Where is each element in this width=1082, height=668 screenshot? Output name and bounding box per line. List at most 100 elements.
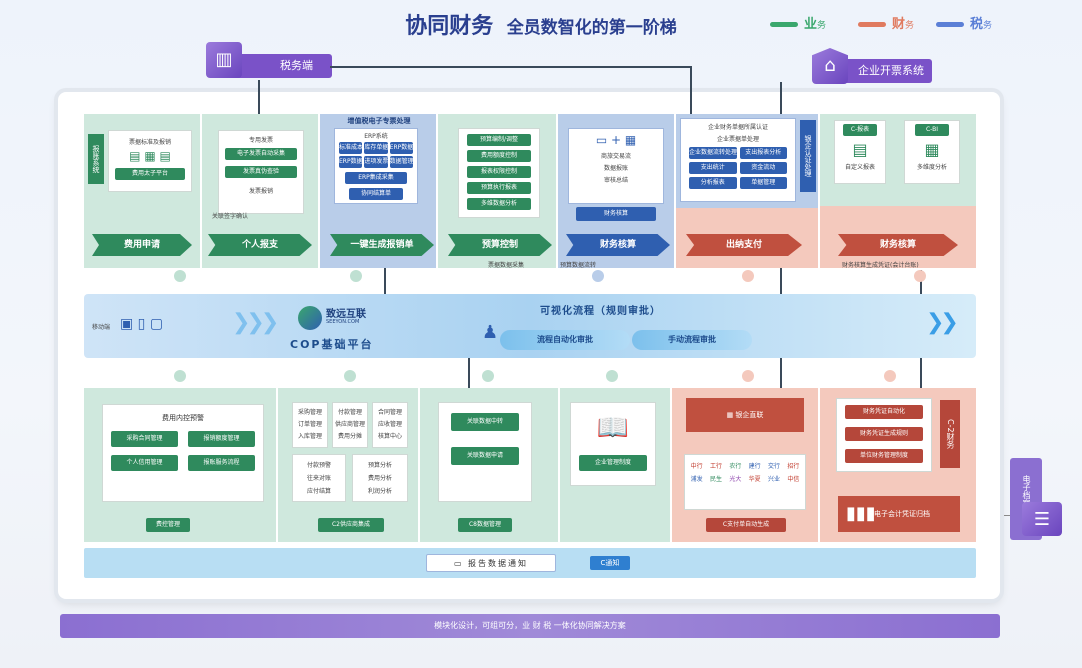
b5-footer: C支付单自动生成 — [706, 518, 786, 532]
connector-tax — [258, 80, 260, 120]
cop-visual: 可视化流程（规则审批） — [540, 306, 661, 317]
b6-item: 财务凭证生成规则 — [845, 427, 923, 441]
m2-card: 专用发票 电子发票自动采集 发票真伪查验 发票报销 — [218, 130, 304, 214]
flow-step-final-accounting: 财务核算 — [838, 234, 958, 256]
b2-text: 利润分析 — [367, 488, 392, 495]
m3-cell: 库存单据 — [364, 142, 388, 154]
bank-logo: 农行 — [729, 463, 742, 470]
m3-btn1: ERP集成采集 — [345, 172, 407, 184]
bank-logo: 民生 — [709, 476, 722, 483]
b1-item: 个人信用管理 — [111, 455, 178, 471]
m8-card: C-BI ▦ 多维度分析 — [904, 120, 960, 184]
b5-tag-text: 银企直联 — [735, 411, 764, 419]
bank-logo: 交行 — [767, 463, 780, 470]
analysis-icon: ▦ — [924, 140, 940, 159]
cop-logo: 致远互联 — [326, 309, 366, 320]
b2-footer: C2供应商集成 — [318, 518, 384, 532]
legend-business: 业务 — [770, 13, 826, 32]
joint — [742, 370, 754, 382]
bank-logo: 浦发 — [690, 476, 703, 483]
b3-card: 关联数据中转 关联数据申请 — [438, 402, 532, 502]
connector-top-down — [690, 66, 692, 126]
book-icon: 📖 — [596, 413, 630, 443]
b2-text: 核算中心 — [377, 433, 402, 440]
flow-step-accounting: 财务核算 — [566, 234, 670, 256]
b2-text: 供应商管理 — [334, 421, 365, 428]
receipt-icon: ▤ ▦ ▤ — [129, 149, 171, 163]
joint — [350, 270, 362, 282]
m3-sub: ERP系统 — [364, 133, 388, 140]
b1-footer: 费控管理 — [146, 518, 190, 532]
m4-item: 费用额度控制 — [467, 150, 531, 162]
b1-item: 报账服务流程 — [188, 455, 255, 471]
b2-text: 费用分摊 — [337, 433, 362, 440]
m4-item: 预算编制/调整 — [467, 134, 531, 146]
m1-line1: 票据标准及报销 — [128, 139, 171, 146]
b4-line: 企业管理制度 — [579, 455, 647, 471]
m6-item: 支出统计 — [689, 162, 737, 174]
b2-text: 费用分析 — [367, 475, 392, 482]
flow-step-budget: 预算控制 — [448, 234, 552, 256]
b2-text: 订单管理 — [297, 421, 322, 428]
m5-line: 数据报账 — [603, 165, 628, 172]
joint — [592, 270, 604, 282]
chat-icon: ▭ — [453, 559, 469, 568]
legend-finance: 财务 — [858, 13, 914, 32]
b2-row2b: 预算分析 费用分析 利润分析 — [352, 454, 408, 502]
m5-btn: 财务核算 — [576, 207, 656, 221]
m3-cell: ERP数据 — [389, 142, 413, 154]
m4-card: 预算编制/调整 费用额度控制 报表权限控制 预算执行报表 多维数据分析 — [458, 128, 540, 218]
m6-line1: 企业票据单处理 — [716, 136, 759, 143]
joint — [344, 370, 356, 382]
m2-line0: 专用发票 — [248, 137, 273, 144]
flow-note: 票据数据采集 — [488, 262, 525, 269]
m6-item: 单据管理 — [739, 177, 787, 189]
m8-tag: C-BI — [915, 124, 949, 136]
b2-col: 付款管理 供应商管理 费用分摊 — [332, 402, 368, 448]
cop-left-label: 移动端 — [92, 324, 111, 331]
m3-cell: 数据管理 — [389, 156, 413, 168]
b2-text: 采购管理 — [297, 409, 322, 416]
computer-icon: ▭ + ▦ — [595, 133, 637, 147]
legend-tax: 税务 — [936, 13, 992, 32]
m8-line: 多维度分析 — [916, 164, 947, 171]
binder-icon: ▮▮▮ — [846, 503, 876, 524]
m2-line3: 发票报销 — [248, 188, 273, 195]
m2-line2: 发票真伪查验 — [225, 166, 297, 178]
report-icon: ▤ — [852, 140, 868, 159]
m3-cell: 标准成本 — [339, 142, 363, 154]
chevrons-left-icon: ❯❯❯ — [232, 310, 279, 335]
joint — [914, 270, 926, 282]
joint — [174, 270, 186, 282]
b3-item: 关联数据申请 — [451, 447, 519, 465]
b6-archive: 电子会计凭证归档 — [838, 496, 960, 532]
notice-label: 报告数据通知 — [468, 559, 529, 568]
m6-line0: 企业财务单据所属认证 — [707, 124, 768, 131]
m2-line1: 电子发票自动采集 — [225, 148, 297, 160]
bank-logo: 招行 — [787, 463, 800, 470]
tax-end-label: 税务端 — [230, 54, 332, 78]
b2-text: 付款预警 — [306, 462, 331, 469]
m6-item: 支出报表分析 — [739, 147, 787, 159]
b2-text: 往来对账 — [306, 475, 331, 482]
flow-note: 关联签字确认 — [212, 213, 249, 220]
b2-col: 合同管理 应收管理 核算中心 — [372, 402, 408, 448]
m7-line: 自定义报表 — [844, 164, 875, 171]
flow-note: 预算数据流转 — [560, 262, 597, 269]
joint — [482, 370, 494, 382]
b3-item: 关联数据中转 — [451, 413, 519, 431]
m3-cell: 进项发票 — [364, 156, 388, 168]
title-main: 协同财务 — [405, 14, 494, 39]
seeyon-logo-icon — [298, 306, 322, 330]
archive-icon: ☰ — [1022, 502, 1062, 536]
m5-line: 商旅交易流 — [600, 153, 631, 160]
b3-footer: C8数据管理 — [458, 518, 512, 532]
b6-archive-text: 电子会计凭证归档 — [874, 510, 930, 518]
b5-bank-grid: 中行 工行 农行 建行 交行 招行 浦发 民生 光大 华夏 兴业 中信 — [684, 454, 806, 510]
b2-row2a: 付款预警 往来对账 应付结算 — [292, 454, 346, 502]
m6-card: 企业财务单据所属认证 企业票据单处理 企业数据流转处理 支出报表分析 支出统计 … — [680, 118, 796, 202]
notice-button[interactable]: C通知 — [590, 556, 630, 570]
m5-card: ▭ + ▦ 商旅交易流 数据报账 审核总结 — [568, 128, 664, 204]
m5-line: 审核总结 — [603, 177, 628, 184]
chevrons-right-icon: ❯❯ — [926, 310, 959, 335]
